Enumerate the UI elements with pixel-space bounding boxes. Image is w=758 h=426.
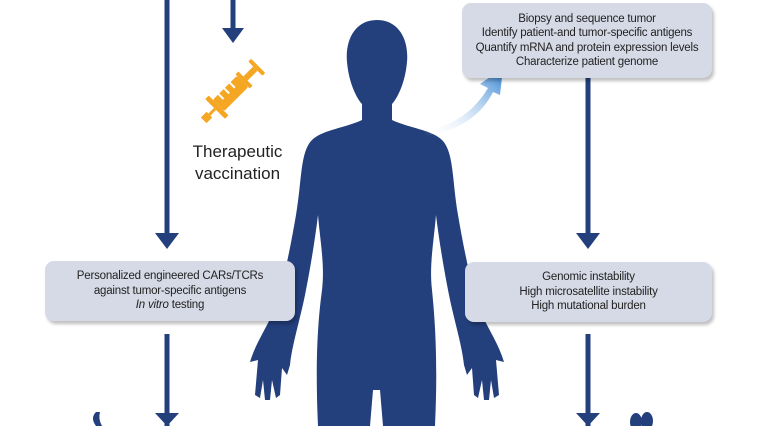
label-line: Therapeutic <box>192 142 283 161</box>
box-line: In vitro testing <box>135 298 205 313</box>
genomic-instability-box: Genomic instability High microsatellite … <box>465 262 712 322</box>
partial-icon-left <box>93 412 102 426</box>
box-line: Identify patient-and tumor-specific anti… <box>481 27 693 39</box>
left-arrowhead-top <box>155 233 179 249</box>
box-line: Quantify mRNA and protein expression lev… <box>475 41 699 54</box>
italic-text: In vitro <box>135 299 169 312</box>
car-tcr-box: Personalized engineered CARs/TCRs agains… <box>45 261 295 321</box>
box-line: Personalized engineered CARs/TCRs <box>76 270 264 283</box>
label-line: vaccination <box>194 164 281 183</box>
partial-icon-right <box>630 412 653 426</box>
human-silhouette <box>250 20 504 426</box>
box-line: against tumor-specific antigens <box>93 284 247 297</box>
therapeutic-vaccination-label: Therapeutic vaccination <box>180 141 295 185</box>
box-line: High microsatellite instability <box>519 285 658 298</box>
box-line: High mutational burden <box>531 300 646 313</box>
box-line: Genomic instability <box>542 271 635 284</box>
syringe-icon <box>200 59 265 124</box>
box-line: Characterize patient genome <box>515 56 659 68</box>
box-line: Biopsy and sequence tumor <box>518 12 656 25</box>
text: testing <box>168 299 205 312</box>
tumor-analysis-box: Biopsy and sequence tumor Identify patie… <box>462 3 712 78</box>
curved-arrow <box>425 68 503 136</box>
